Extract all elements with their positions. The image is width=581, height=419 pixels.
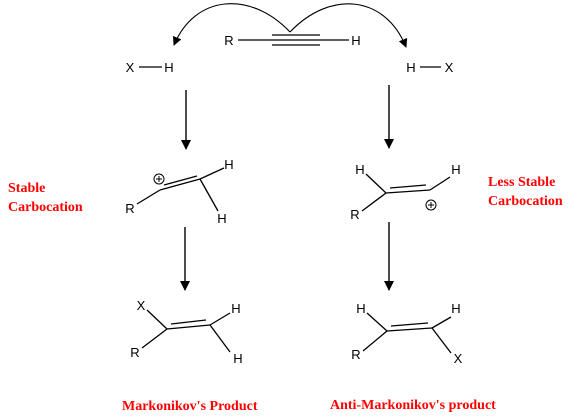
atom-h: H bbox=[406, 60, 415, 75]
single-bond bbox=[361, 192, 387, 212]
atom-h: H bbox=[164, 60, 173, 75]
atom-x: X bbox=[126, 60, 135, 75]
atom-x: X bbox=[454, 351, 463, 366]
double-bond-outer bbox=[166, 324, 211, 330]
single-bond bbox=[431, 316, 452, 329]
plus-charge-icon bbox=[425, 199, 437, 211]
reagent-hx-left: X H bbox=[126, 60, 174, 75]
label-line: Carbocation bbox=[488, 194, 563, 209]
label-less-stable-carbocation: Less Stable Carbocation bbox=[488, 175, 563, 209]
single-bond bbox=[136, 189, 161, 205]
single-bond bbox=[209, 324, 231, 353]
curved-arrow-right bbox=[289, 3, 408, 48]
atom-h: H bbox=[451, 162, 460, 177]
atom-h: H bbox=[351, 33, 360, 48]
atom-r: R bbox=[130, 345, 139, 360]
single-bond bbox=[199, 178, 219, 212]
atom-h: H bbox=[217, 211, 226, 226]
curved-arrow-left bbox=[172, 3, 291, 46]
atom-x: X bbox=[137, 298, 146, 313]
product-markovnikov: X R H H bbox=[130, 298, 242, 366]
label-stable-carbocation: Stable Carbocation bbox=[8, 181, 83, 215]
single-bond bbox=[366, 312, 388, 332]
label-anti-markovnikov-product: Anti-Markonikov's product bbox=[330, 398, 496, 413]
single-bond bbox=[431, 327, 452, 354]
atom-x: X bbox=[445, 60, 454, 75]
alkyne-molecule: R H bbox=[224, 33, 360, 48]
double-bond-outer bbox=[386, 327, 433, 332]
atom-h: H bbox=[356, 301, 365, 316]
atom-h: H bbox=[233, 351, 242, 366]
atom-h: H bbox=[224, 157, 233, 172]
carbocation-less-stable: H R H bbox=[350, 162, 460, 222]
single-bond bbox=[141, 328, 168, 349]
atom-h: H bbox=[355, 162, 364, 177]
double-bond-inner bbox=[170, 319, 207, 325]
label-line: Carbocation bbox=[8, 200, 83, 215]
double-bond-inner bbox=[389, 184, 427, 189]
label-markovnikov-product: Markonikov's Product bbox=[122, 399, 258, 414]
reagent-hx-right: H X bbox=[406, 60, 453, 75]
label-line: Stable bbox=[8, 181, 45, 196]
atom-r: R bbox=[350, 207, 359, 222]
double-bond-outer bbox=[159, 178, 201, 191]
double-bond-inner bbox=[163, 175, 198, 186]
carbocation-stable: R H H bbox=[125, 157, 233, 226]
single-bond bbox=[429, 176, 451, 191]
atom-r: R bbox=[125, 201, 134, 216]
single-bond bbox=[365, 173, 387, 194]
single-bond bbox=[146, 309, 168, 330]
single-bond bbox=[362, 330, 388, 352]
atom-h: H bbox=[231, 301, 240, 316]
double-bond-inner bbox=[390, 322, 429, 327]
atom-r: R bbox=[351, 347, 360, 362]
atom-r: R bbox=[224, 33, 233, 48]
atom-h: H bbox=[451, 301, 460, 316]
single-bond bbox=[199, 167, 225, 180]
double-bond-outer bbox=[385, 189, 431, 194]
plus-charge-icon bbox=[153, 173, 165, 185]
single-bond bbox=[209, 312, 231, 326]
label-line: Less Stable bbox=[488, 175, 555, 190]
product-anti-markovnikov: H R H X bbox=[351, 301, 462, 366]
